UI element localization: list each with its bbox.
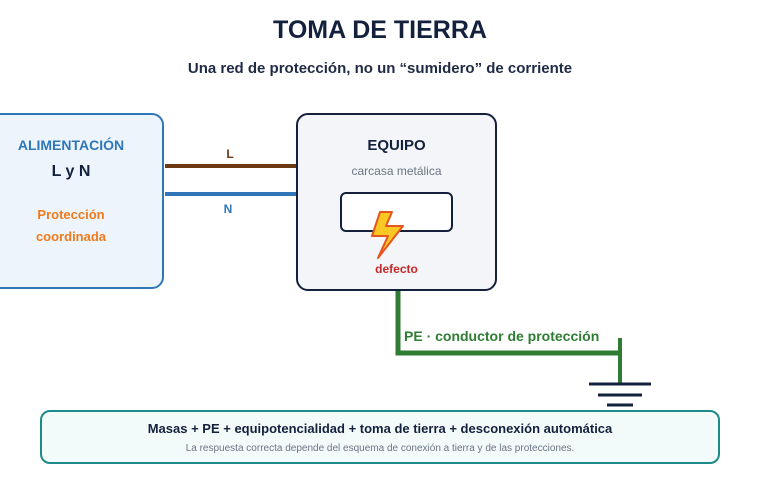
equipment-subtitle: carcasa metálica xyxy=(351,164,442,178)
page-subtitle: Una red de protección, no un “sumidero” … xyxy=(187,60,573,77)
page-title: TOMA DE TIERRA xyxy=(273,16,487,44)
supply-protection-line1: Protección xyxy=(37,207,105,222)
supply-title: ALIMENTACIÓN xyxy=(17,137,125,153)
supply-box xyxy=(0,113,164,289)
pe-conductor xyxy=(395,291,620,356)
pe-conductor-label: PE · conductor de protección xyxy=(404,328,600,344)
summary-note-text: La respuesta correcta depende del esquem… xyxy=(185,443,575,454)
ground-symbol-icon xyxy=(589,338,651,407)
supply-protection-line2: coordinada xyxy=(35,229,107,244)
summary-main-text: Masas + PE + equipotencialidad + toma de… xyxy=(147,421,613,436)
lightning-bolt-icon xyxy=(371,211,404,259)
supply-protection-label: Protección coordinada xyxy=(0,204,142,248)
fault-label: defecto xyxy=(375,262,418,276)
line-wire-label: L xyxy=(226,147,234,161)
equipment-title: EQUIPO xyxy=(367,137,426,154)
neutral-wire-label: N xyxy=(223,202,233,216)
summary-box xyxy=(40,410,720,464)
supply-lines-label: L y N xyxy=(51,163,91,180)
